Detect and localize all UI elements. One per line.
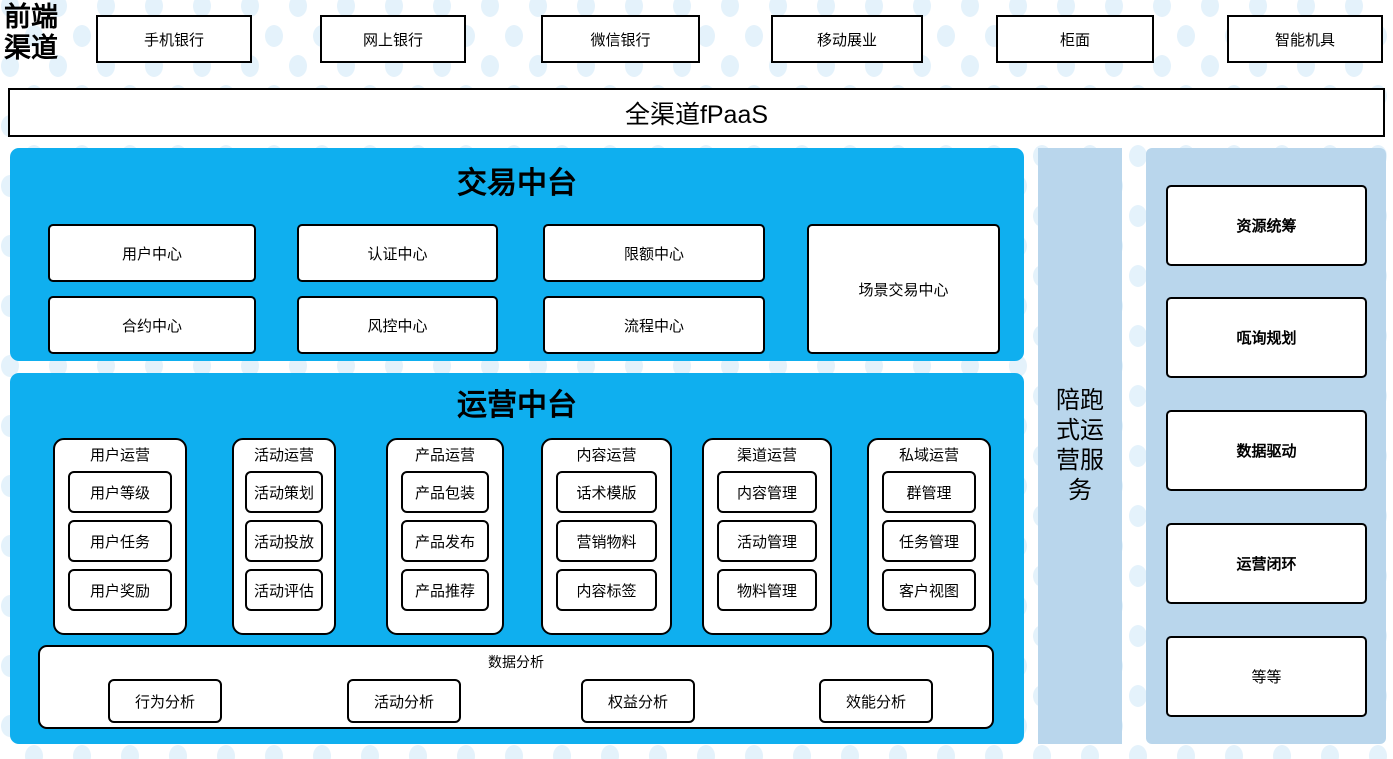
trade-card-6[interactable]: 风控中心 [297, 296, 498, 354]
trade-card-4[interactable]: 场景交易中心 [807, 224, 1000, 354]
operation-item[interactable]: 物料管理 [717, 569, 817, 611]
operation-column-3: 产品运营产品包装产品发布产品推荐 [386, 438, 504, 635]
operation-item[interactable]: 活动评估 [245, 569, 323, 611]
operation-column-title: 用户运营 [89, 447, 150, 464]
operation-item[interactable]: 产品发布 [401, 520, 489, 562]
data-analysis-item-4[interactable]: 效能分析 [819, 679, 933, 723]
operation-item[interactable]: 任务管理 [882, 520, 976, 562]
operation-item[interactable]: 客户视图 [882, 569, 976, 611]
operation-item[interactable]: 话术模版 [556, 471, 657, 513]
operation-column-title: 内容运营 [576, 447, 637, 464]
data-analysis-box: 数据分析 行为分析 活动分析 权益分析 效能分析 [38, 645, 994, 729]
sidebar-card-1[interactable]: 资源统筹 [1166, 185, 1367, 266]
trade-card-7[interactable]: 流程中心 [543, 296, 765, 354]
operation-item[interactable]: 内容管理 [717, 471, 817, 513]
companion-service-line: 陪跑 [1056, 387, 1104, 414]
operation-item[interactable]: 产品包装 [401, 471, 489, 513]
trade-platform-title: 交易中台 [457, 167, 577, 200]
trade-platform-panel: 交易中台 用户中心认证中心限额中心场景交易中心合约中心风控中心流程中心 [10, 148, 1024, 361]
operation-item[interactable]: 活动投放 [245, 520, 323, 562]
companion-service-text: 陪跑式运营服务 [1049, 386, 1111, 506]
operation-column-5: 渠道运营内容管理活动管理物料管理 [702, 438, 832, 635]
companion-service-line: 务 [1068, 477, 1092, 504]
companion-service-column: 陪跑式运营服务 [1038, 148, 1122, 744]
data-analysis-item-2[interactable]: 活动分析 [347, 679, 461, 723]
channel-box-6[interactable]: 智能机具 [1227, 15, 1383, 63]
operation-item[interactable]: 活动策划 [245, 471, 323, 513]
trade-card-3[interactable]: 限额中心 [543, 224, 765, 282]
operation-column-4: 内容运营话术模版营销物料内容标签 [541, 438, 672, 635]
trade-card-1[interactable]: 用户中心 [48, 224, 256, 282]
operation-item[interactable]: 内容标签 [556, 569, 657, 611]
fpaas-band: 全渠道fPaaS [8, 88, 1385, 137]
front-channel-label: 前端 渠道 [4, 2, 88, 70]
trade-card-2[interactable]: 认证中心 [297, 224, 498, 282]
operation-item[interactable]: 营销物料 [556, 520, 657, 562]
sidebar-card-5[interactable]: 等等 [1166, 636, 1367, 717]
companion-service-line: 式运 [1056, 417, 1104, 444]
data-analysis-title: 数据分析 [488, 654, 544, 670]
operation-column-title: 产品运营 [414, 447, 475, 464]
data-analysis-item-3[interactable]: 权益分析 [581, 679, 695, 723]
operation-column-1: 用户运营用户等级用户任务用户奖励 [53, 438, 187, 635]
front-channel-label-line2: 渠道 [4, 33, 58, 63]
operation-platform-panel: 运营中台 用户运营用户等级用户任务用户奖励活动运营活动策划活动投放活动评估产品运… [10, 373, 1024, 744]
operation-column-title: 活动运营 [253, 447, 314, 464]
operation-item[interactable]: 活动管理 [717, 520, 817, 562]
companion-service-line: 营服 [1056, 447, 1104, 474]
operation-column-2: 活动运营活动策划活动投放活动评估 [232, 438, 336, 635]
sidebar-card-3[interactable]: 数据驱动 [1166, 410, 1367, 491]
sidebar-card-2[interactable]: 咓询规划 [1166, 297, 1367, 378]
front-channel-label-line1: 前端 [4, 2, 58, 32]
operation-item[interactable]: 群管理 [882, 471, 976, 513]
operation-item[interactable]: 用户等级 [68, 471, 172, 513]
operation-column-title: 渠道运营 [736, 447, 797, 464]
sidebar-card-4[interactable]: 运营闭环 [1166, 523, 1367, 604]
operation-item[interactable]: 产品推荐 [401, 569, 489, 611]
data-analysis-item-1[interactable]: 行为分析 [108, 679, 222, 723]
operation-item[interactable]: 用户奖励 [68, 569, 172, 611]
channel-box-1[interactable]: 手机银行 [96, 15, 252, 63]
capability-sidebar: 资源统筹咓询规划数据驱动运营闭环等等 [1146, 148, 1386, 744]
operation-column-6: 私域运营群管理任务管理客户视图 [867, 438, 991, 635]
channel-box-5[interactable]: 柜面 [996, 15, 1154, 63]
operation-item[interactable]: 用户任务 [68, 520, 172, 562]
operation-column-title: 私域运营 [898, 447, 959, 464]
operation-platform-title: 运营中台 [457, 389, 577, 422]
channel-box-3[interactable]: 微信银行 [541, 15, 700, 63]
trade-card-5[interactable]: 合约中心 [48, 296, 256, 354]
channel-box-2[interactable]: 网上银行 [320, 15, 466, 63]
channel-box-4[interactable]: 移动展业 [771, 15, 923, 63]
